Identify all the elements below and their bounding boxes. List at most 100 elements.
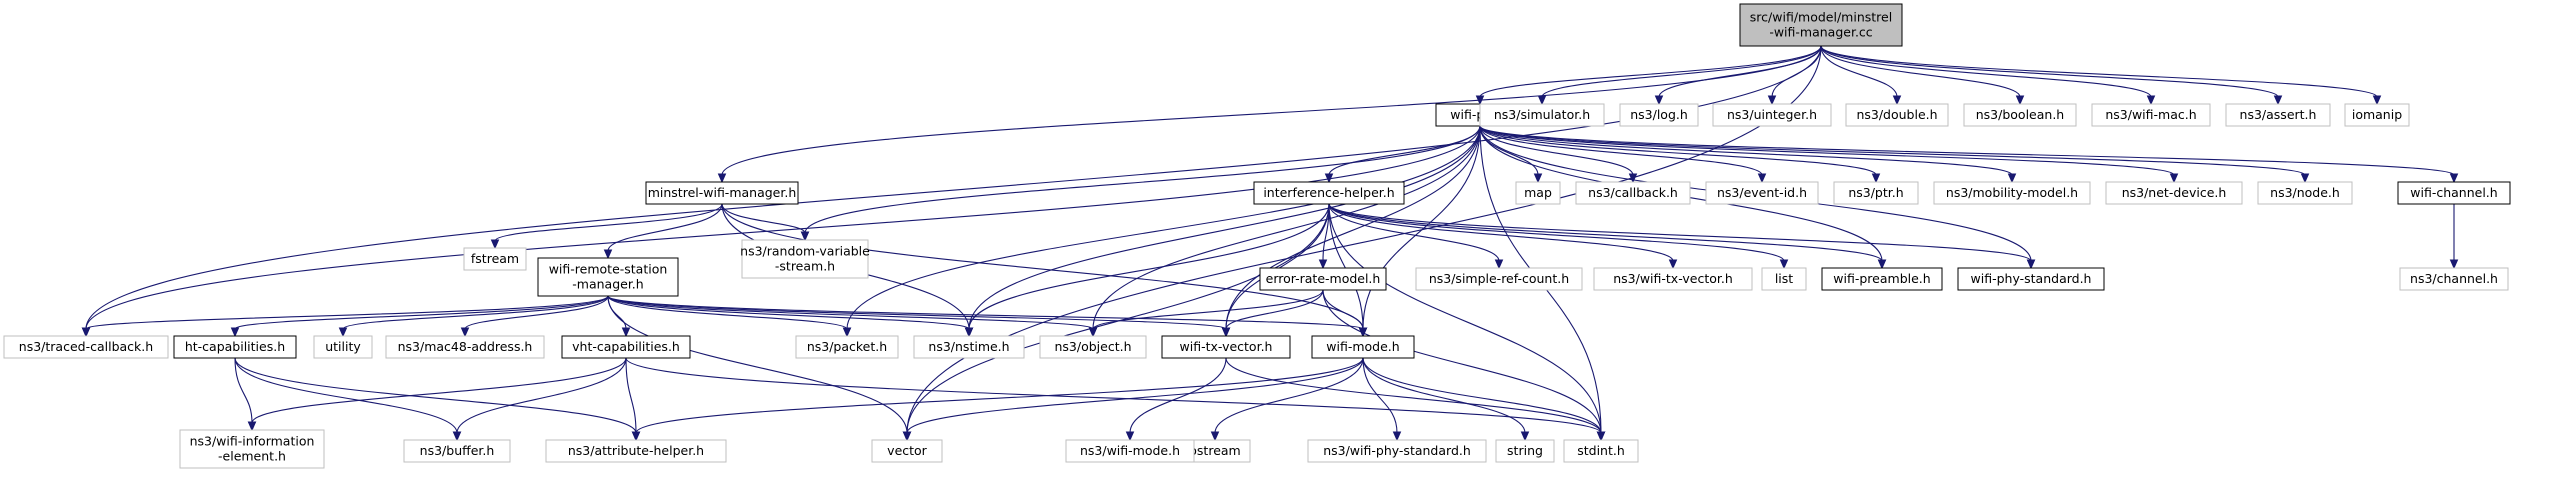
arrowhead-wifiphy-to-eventid xyxy=(1757,173,1767,184)
node-attrhelper: ns3/attribute-helper.h xyxy=(545,439,727,463)
node-wifiinfo: ns3/wifi-information-element.h xyxy=(179,429,325,469)
node-label-attrhelper: ns3/attribute-helper.h xyxy=(568,443,704,458)
node-vhtcap[interactable]: vht-capabilities.h xyxy=(561,335,691,359)
node-label-simulator: ns3/simulator.h xyxy=(1494,107,1590,122)
edge-remote-to-object xyxy=(607,295,1094,330)
node-label-vhtcap: vht-capabilities.h xyxy=(572,339,680,354)
node-box-buffer xyxy=(403,439,511,463)
edge-root-to-wifimac xyxy=(1820,45,2152,98)
arrowhead-remote-to-mac48 xyxy=(460,327,470,338)
node-label-callback: ns3/callback.h xyxy=(1588,185,1678,200)
node-simpleref: ns3/simple-ref-count.h xyxy=(1415,267,1583,291)
node-assert: ns3/assert.h xyxy=(2225,103,2331,127)
node-label-preamble: wifi-preamble.h xyxy=(1833,271,1930,286)
edge-remote-to-mode xyxy=(607,295,1364,330)
node-minstrelh[interactable]: minstrel-wifi-manager.h xyxy=(645,181,799,205)
edge-vhtcap-to-wifiinfo xyxy=(251,357,627,424)
node-box-fstream xyxy=(463,247,527,271)
node-preamble[interactable]: wifi-preamble.h xyxy=(1821,267,1943,291)
arrowhead-interf-to-simpleref xyxy=(1494,259,1504,270)
edge-vhtcap-to-buffer xyxy=(456,357,627,434)
edge-remote-to-htcap xyxy=(234,295,609,330)
arrowhead-interf-to-phystd xyxy=(2026,259,2036,270)
edge-minstrelh-to-remote xyxy=(607,203,723,252)
arrowhead-remote-to-nstime xyxy=(964,327,974,338)
edge-root-to-boolean xyxy=(1820,45,2021,98)
node-packet: ns3/packet.h xyxy=(795,335,899,359)
node-eventid: ns3/event-id.h xyxy=(1705,181,1819,205)
node-label-nstime: ns3/nstime.h xyxy=(928,339,1009,354)
node-box-ns3phystd xyxy=(1307,439,1487,463)
node-box-iomanip xyxy=(2344,103,2410,127)
node-netdevice: ns3/net-device.h xyxy=(2105,181,2243,205)
node-label-iomanip: iomanip xyxy=(2352,107,2402,122)
arrowhead-minstrelh-to-randvar xyxy=(800,231,810,242)
node-label-node: ns3/node.h xyxy=(2270,185,2340,200)
edge-wifiphy-to-object xyxy=(1092,125,1481,330)
node-box-remote xyxy=(537,257,679,297)
node-label-netdevice: ns3/net-device.h xyxy=(2122,185,2227,200)
arrowhead-remote-to-utility xyxy=(338,327,348,338)
node-iomanip: iomanip xyxy=(2344,103,2410,127)
node-box-wifichannel xyxy=(2397,181,2511,205)
node-double: ns3/double.h xyxy=(1845,103,1949,127)
edge-root-to-iomanip xyxy=(1820,45,2378,98)
node-txvec[interactable]: wifi-tx-vector.h xyxy=(1161,335,1291,359)
node-interf[interactable]: interference-helper.h xyxy=(1253,181,1405,205)
edge-wifiphy-to-traced xyxy=(85,125,1481,330)
node-label-list: list xyxy=(1775,271,1793,286)
arrowhead-wifiphy-to-map xyxy=(1533,173,1543,184)
node-label-stdint: stdint.h xyxy=(1577,443,1625,458)
node-box-vhtcap xyxy=(561,335,691,359)
node-label-mac48: ns3/mac48-address.h xyxy=(398,339,533,354)
node-label-eventid: ns3/event-id.h xyxy=(1717,185,1807,200)
node-traced: ns3/traced-callback.h xyxy=(3,335,169,359)
node-box-txvec xyxy=(1161,335,1291,359)
node-box-attrhelper xyxy=(545,439,727,463)
node-htcap[interactable]: ht-capabilities.h xyxy=(173,335,297,359)
edge-errrate-to-txvec xyxy=(1225,289,1324,330)
node-label-ptr: ns3/ptr.h xyxy=(1848,185,1903,200)
node-fstream: fstream xyxy=(463,247,527,271)
node-ns3txvec: ns3/wifi-tx-vector.h xyxy=(1593,267,1753,291)
node-box-map xyxy=(1515,181,1561,205)
node-box-errrate xyxy=(1259,267,1387,291)
edge-txvec-to-stdint xyxy=(1225,357,1602,434)
node-label-remote: wifi-remote-station xyxy=(549,262,668,277)
node-errrate[interactable]: error-rate-model.h xyxy=(1259,267,1387,291)
edge-root-to-double xyxy=(1820,45,1898,98)
edge-mode-to-stdint xyxy=(1362,357,1602,434)
node-wifimac: ns3/wifi-mac.h xyxy=(2091,103,2211,127)
arrowhead-wifiphy-to-callback xyxy=(1628,173,1638,184)
edge-interf-to-mode xyxy=(1328,203,1364,330)
edge-mode-to-ostream xyxy=(1214,357,1364,434)
edge-remote-to-packet xyxy=(607,295,848,330)
node-box-root xyxy=(1739,3,1903,47)
arrowhead-errrate-to-object xyxy=(1088,327,1098,338)
node-label-mode: wifi-mode.h xyxy=(1326,339,1399,354)
arrowhead-mode-to-string xyxy=(1520,431,1530,442)
node-label-packet: ns3/packet.h xyxy=(807,339,887,354)
node-label-wifiinfo: -element.h xyxy=(218,449,286,464)
node-ns3phystd: ns3/wifi-phy-standard.h xyxy=(1307,439,1487,463)
node-mode[interactable]: wifi-mode.h xyxy=(1311,335,1415,359)
node-wifichannel[interactable]: wifi-channel.h xyxy=(2397,181,2511,205)
node-box-node xyxy=(2257,181,2353,205)
node-callback: ns3/callback.h xyxy=(1575,181,1691,205)
node-label-errrate: error-rate-model.h xyxy=(1266,271,1381,286)
node-label-utility: utility xyxy=(325,339,361,354)
edge-interf-to-list xyxy=(1328,203,1785,262)
arrowhead-root-to-uinteger xyxy=(1767,95,1777,106)
arrowhead-txvec-to-ns3mode xyxy=(1125,431,1135,442)
edge-wifiphy-to-interf xyxy=(1328,125,1481,176)
node-remote[interactable]: wifi-remote-station-manager.h xyxy=(537,257,679,297)
node-phystd[interactable]: wifi-phy-standard.h xyxy=(1957,267,2105,291)
node-box-list xyxy=(1761,267,1807,291)
edge-wifiphy-to-txvec xyxy=(1225,125,1481,330)
edge-wifiphy-to-ptr xyxy=(1479,125,1877,176)
arrowhead-mode-to-ostream xyxy=(1210,431,1220,442)
node-label-randvar: -stream.h xyxy=(775,259,835,274)
node-box-simpleref xyxy=(1415,267,1583,291)
node-box-ptr xyxy=(1833,181,1919,205)
node-root[interactable]: src/wifi/model/minstrel-wifi-manager.cc xyxy=(1739,3,1903,47)
